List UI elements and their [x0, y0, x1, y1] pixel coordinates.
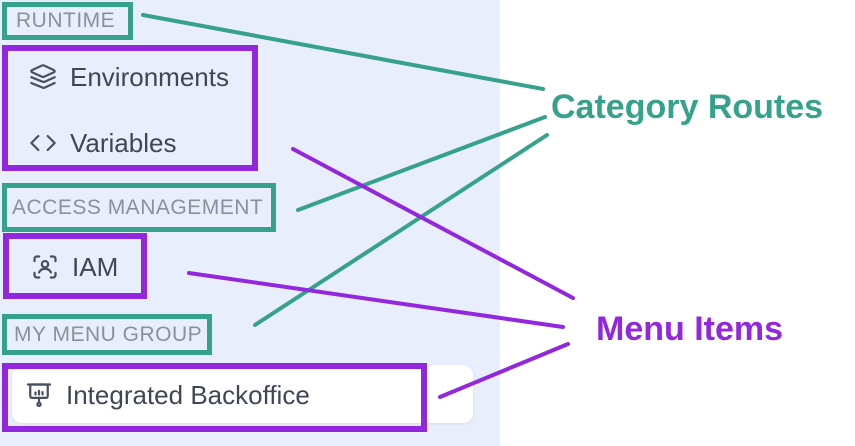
annotation-box-runtime-items: Environments Variables [2, 45, 258, 171]
presentation-chart-icon [25, 381, 53, 409]
category-label-runtime: RUNTIME [16, 9, 116, 32]
sidebar-item-iam[interactable]: IAM [31, 252, 118, 282]
category-routes-label: Category Routes [551, 88, 824, 126]
sidebar-item-variables[interactable]: Variables [29, 128, 176, 158]
code-icon [29, 129, 57, 157]
annotation-box-iam-item: IAM [3, 233, 147, 299]
active-menu-item-card [12, 365, 473, 423]
sidebar-item-label: Variables [70, 127, 177, 158]
user-scan-icon [31, 253, 59, 281]
category-label-my-menu-group: MY MENU GROUP [14, 322, 203, 346]
sidebar: RUNTIME Environments [0, 0, 500, 446]
annotation-box-category-my-menu-group: MY MENU GROUP [2, 314, 212, 355]
layers-icon [29, 63, 57, 91]
sidebar-item-label: Integrated Backoffice [66, 379, 310, 410]
sidebar-item-label: IAM [72, 251, 119, 282]
menu-items-label: Menu Items [596, 310, 784, 348]
sidebar-item-integrated-backoffice[interactable]: Integrated Backoffice [25, 380, 310, 410]
sidebar-item-environments[interactable]: Environments [29, 62, 229, 92]
sidebar-item-label: Environments [70, 61, 229, 92]
annotation-box-integrated-backoffice-item: Integrated Backoffice [2, 363, 427, 432]
annotation-box-category-runtime: RUNTIME [2, 2, 133, 40]
annotation-box-category-access-management: ACCESS MANAGEMENT [2, 183, 276, 232]
category-label-access-management: ACCESS MANAGEMENT [12, 195, 264, 219]
